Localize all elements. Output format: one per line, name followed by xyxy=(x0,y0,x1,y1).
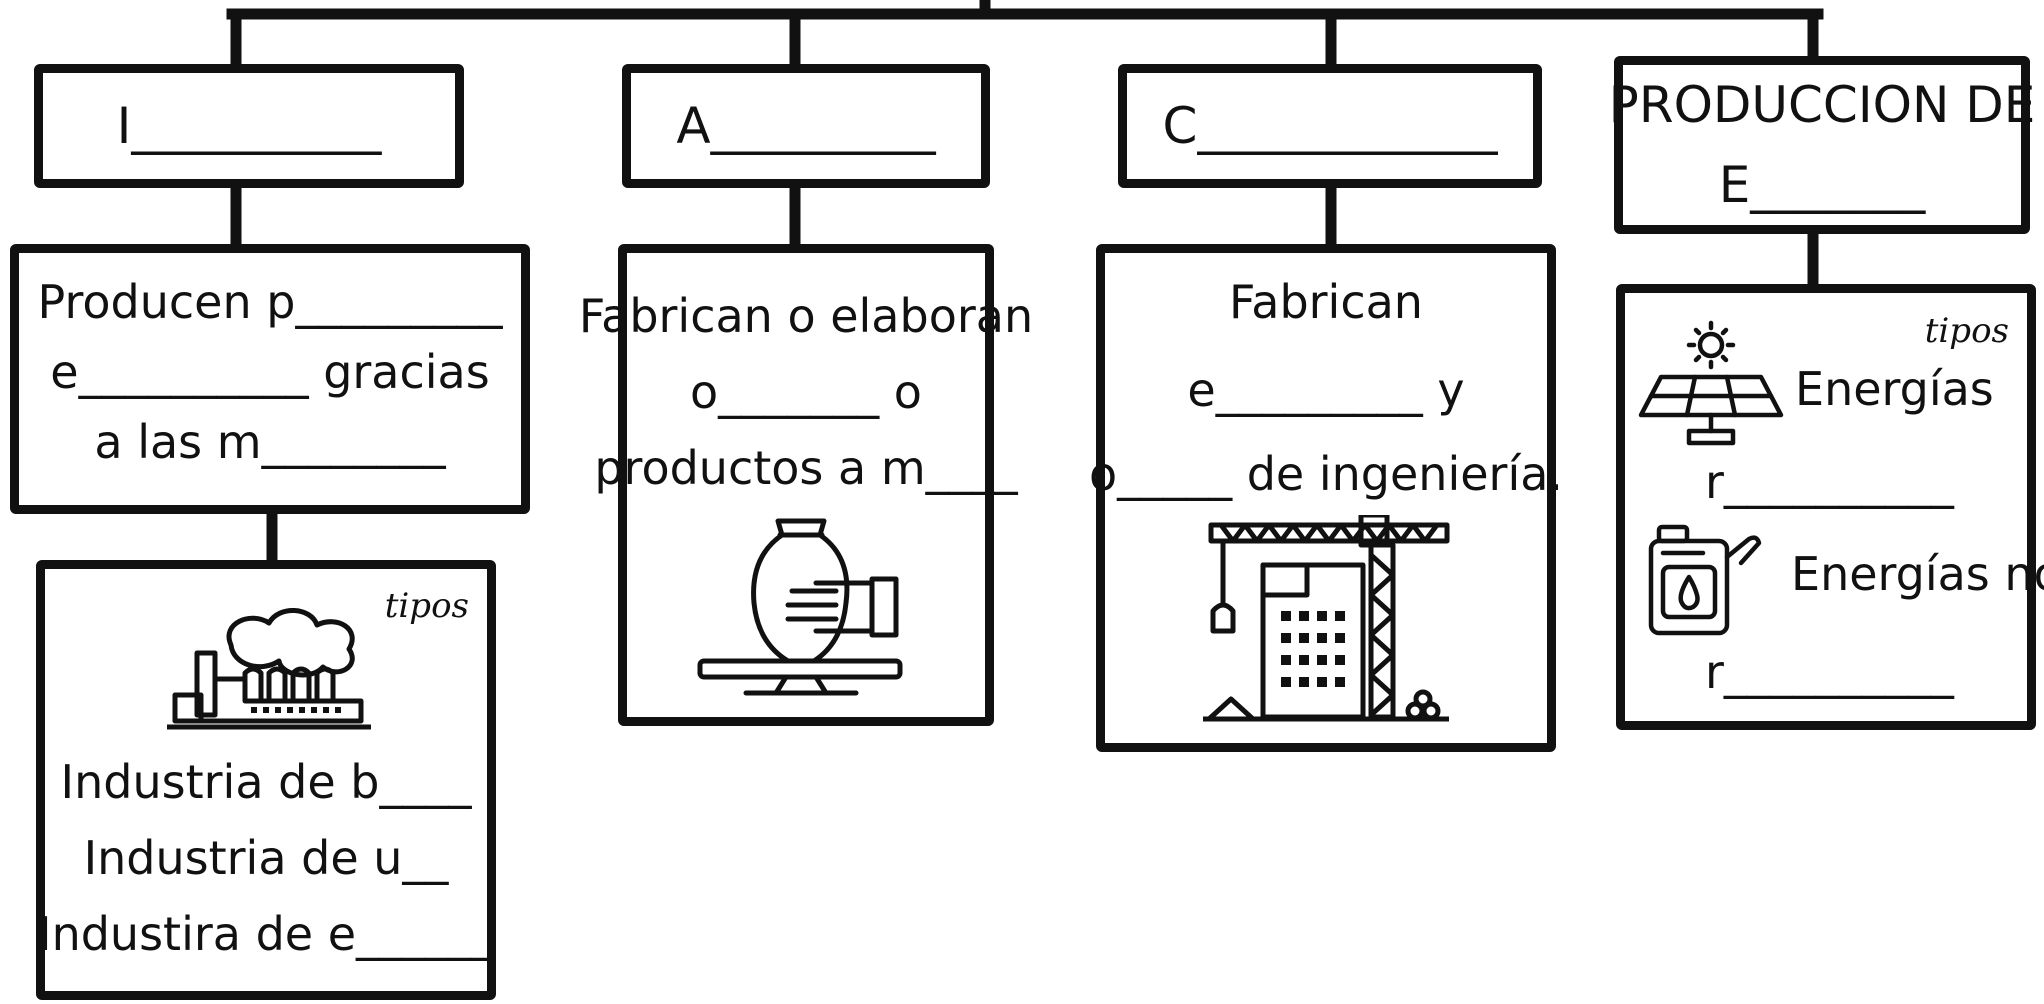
energia-nonrenewable-blank: r__________ xyxy=(1705,645,1954,699)
construccion-description-box: Fabrican e_________ y o_____ de ingenier… xyxy=(1089,244,1563,752)
industria-title: I__________ xyxy=(116,96,382,155)
artesania-title: A_________ xyxy=(676,96,936,155)
factory-icon xyxy=(167,608,371,730)
energia-renewable-row: Energías xyxy=(1635,319,1994,449)
industria-tipos-label: tipos xyxy=(384,586,469,626)
artesania-desc-line-1: Fabrican o elaboran xyxy=(578,289,1034,343)
energia-nonrenewable-label: Energías no xyxy=(1791,547,2044,601)
energia-types-box: tipos xyxy=(1616,284,2044,730)
artesania-desc-line-3: productos a m____ xyxy=(594,441,1018,495)
construccion-desc-line-1: Fabrican xyxy=(1229,275,1423,329)
energia-tipos-label: tipos xyxy=(1924,311,2009,351)
industria-description-box: Producen p_________ e__________ gracias … xyxy=(10,244,530,514)
construccion-title: C____________ xyxy=(1162,96,1498,155)
pottery-wheel-icon xyxy=(697,518,903,696)
construccion-title-box: C____________ xyxy=(1118,64,1542,188)
industria-desc-line-2: e__________ gracias xyxy=(50,345,490,399)
industria-types-box: tipos xyxy=(36,560,496,1000)
energia-title-line-2: E_______ xyxy=(1718,156,1926,214)
solar-panel-icon xyxy=(1638,320,1784,446)
energia-title-line-1: PRODUCCION DE xyxy=(1608,75,2036,134)
industria-type-1: Industria de b____ xyxy=(60,755,472,809)
fuel-can-icon xyxy=(1648,524,1762,636)
industria-desc-line-1: Producen p_________ xyxy=(37,275,503,329)
energia-renewable-blank: r__________ xyxy=(1705,455,1954,509)
artesania-desc-line-2: o_______ o xyxy=(690,365,922,419)
industria-desc-line-3: a las m________ xyxy=(94,415,446,469)
energia-nonrenewable-row: Energías no xyxy=(1645,523,2044,639)
energia-title-box: PRODUCCION DE E_______ xyxy=(1609,56,2035,234)
artesania-title-box: A_________ xyxy=(622,64,990,188)
crane-building-icon xyxy=(1203,515,1450,722)
artesania-description-box: Fabrican o elaboran o_______ o productos… xyxy=(579,244,1033,726)
industria-type-2: Industria de u__ xyxy=(83,831,449,885)
construccion-desc-line-3: o_____ de ingeniería. xyxy=(1088,447,1564,501)
construccion-desc-line-2: e_________ y xyxy=(1187,363,1465,417)
industria-type-3: Industira de e______ xyxy=(38,907,495,961)
industria-title-box: I__________ xyxy=(34,64,464,188)
energia-renewable-label: Energías xyxy=(1795,362,1994,416)
